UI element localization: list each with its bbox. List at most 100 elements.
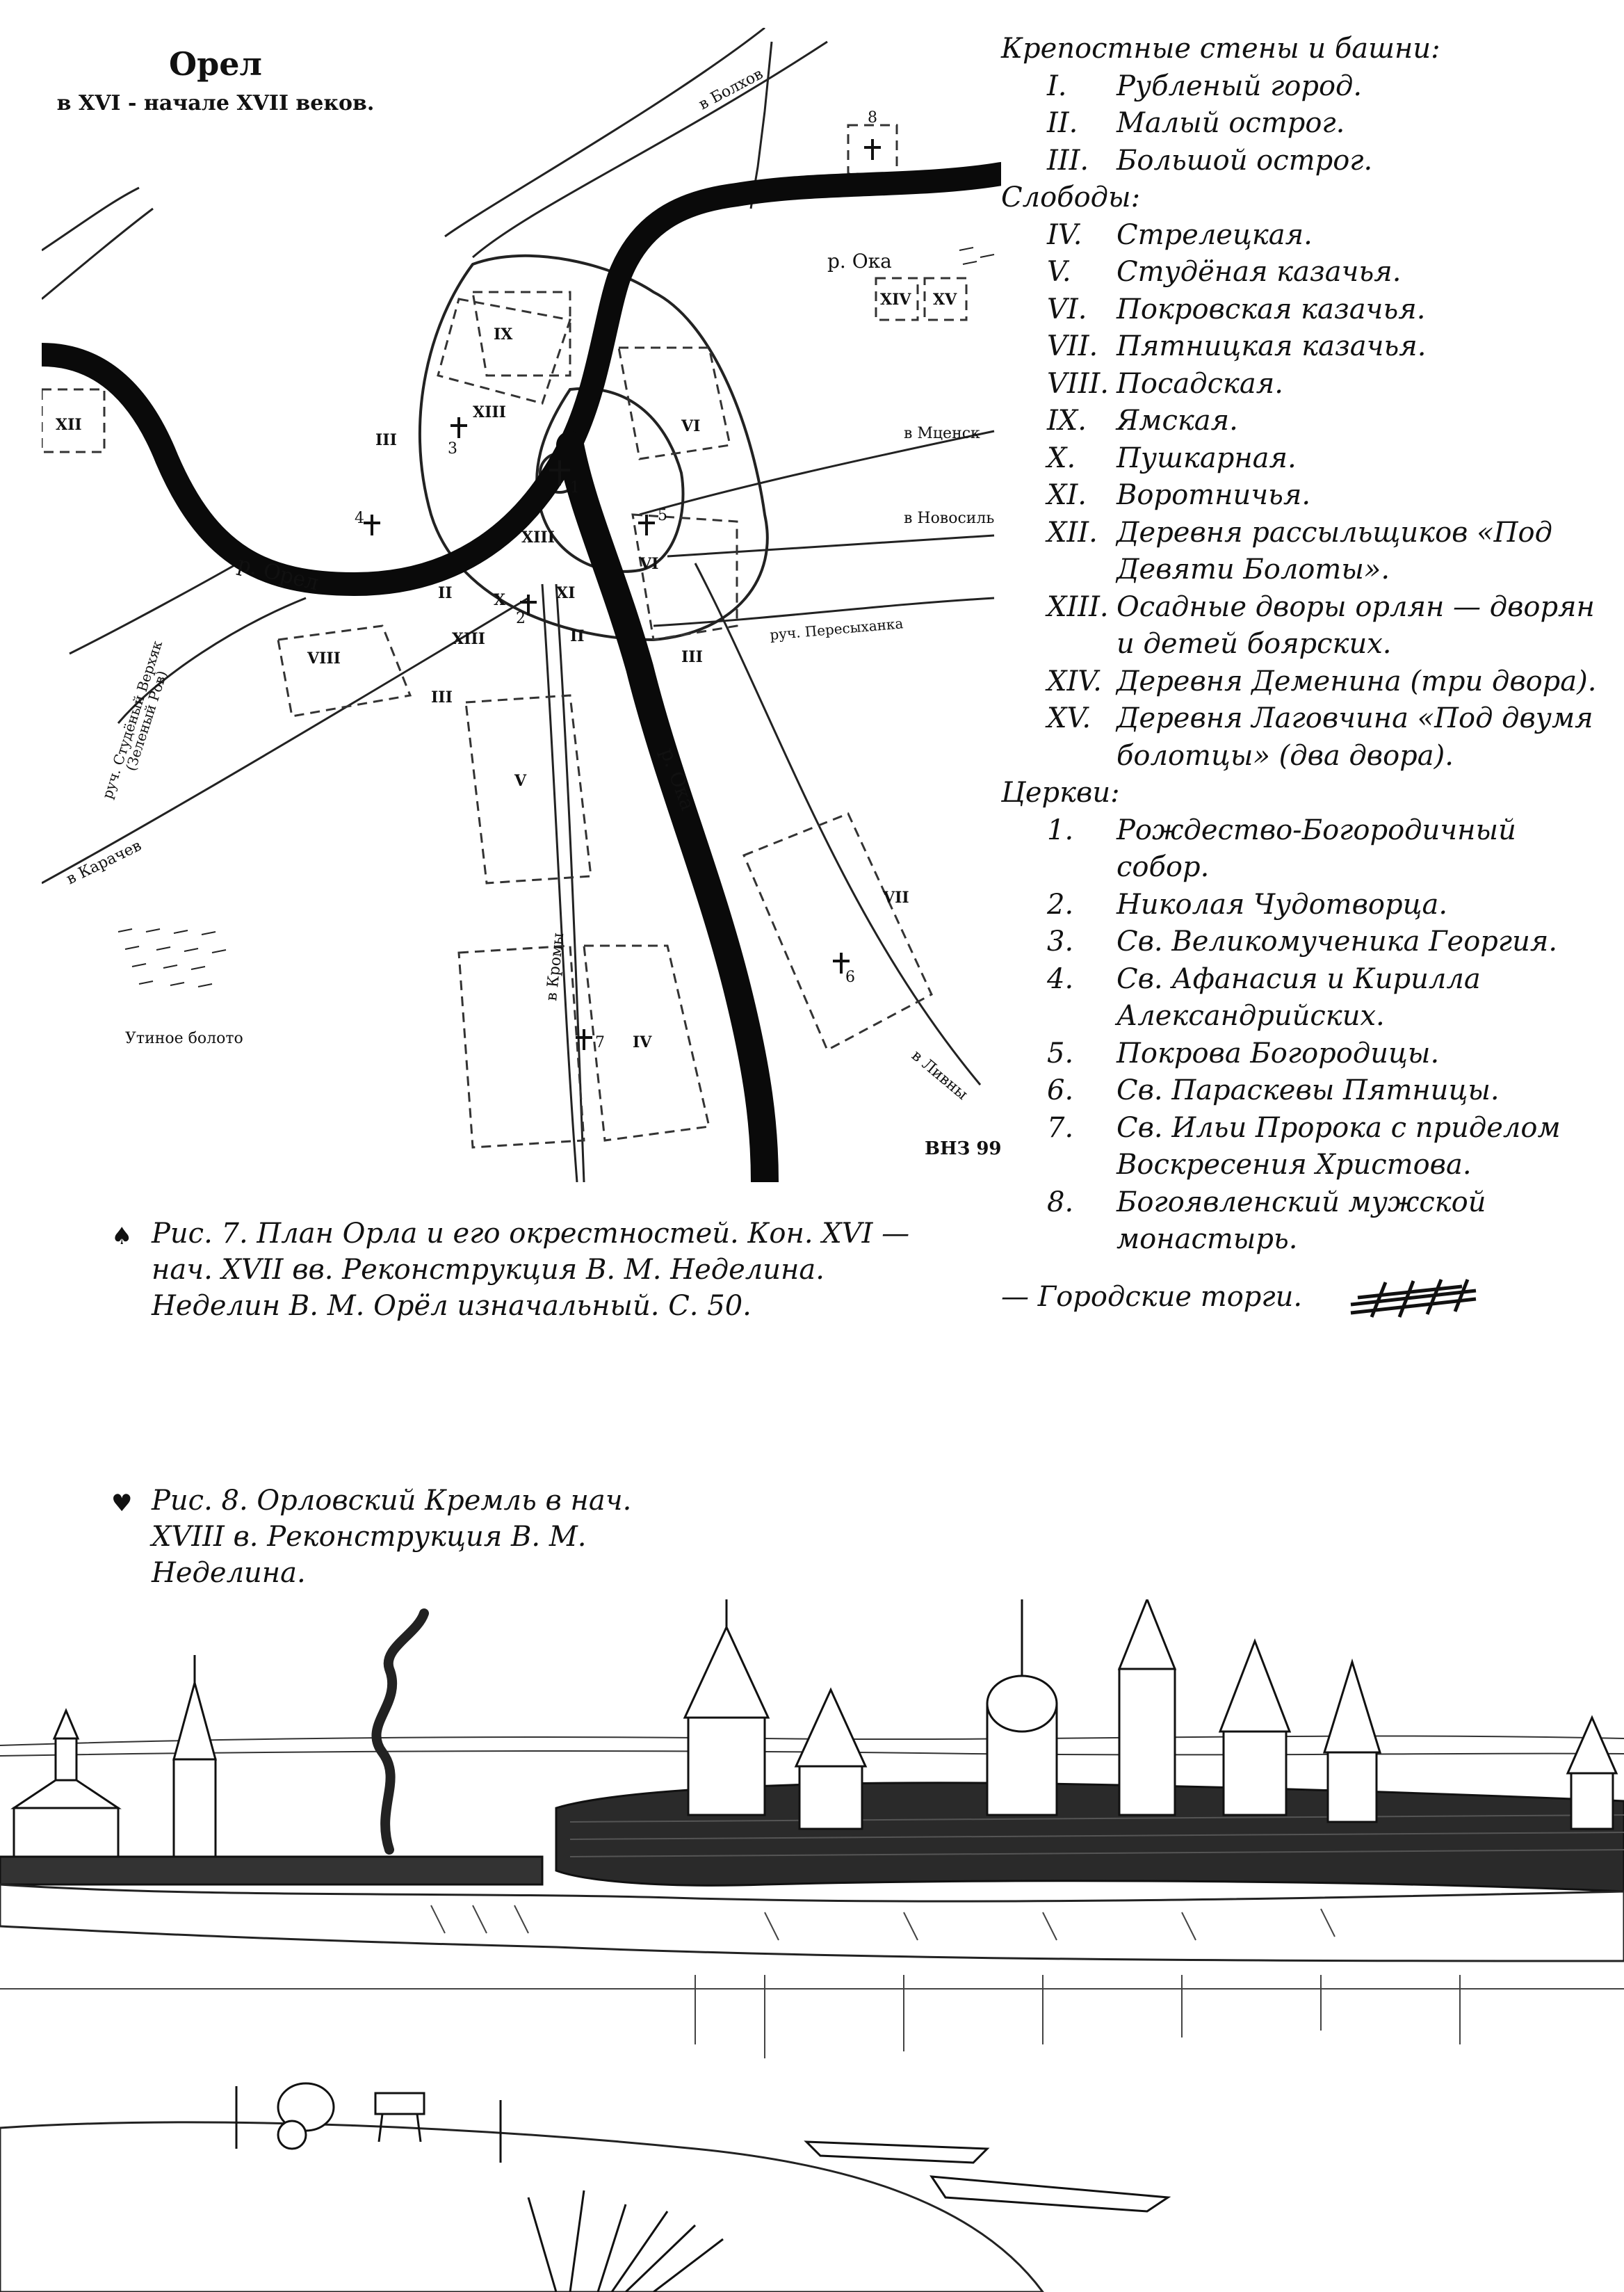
- legend-item-number: XII.: [1047, 516, 1098, 549]
- legend-church-item: 3. Св. Великомученика Георгия.: [1001, 923, 1613, 961]
- figure-8-caption: ♥ Рис. 8. Орловский Кремль в нач. XVIII …: [111, 1483, 708, 1591]
- map-title: Орел: [169, 45, 262, 83]
- church-7-label: 7: [595, 1034, 605, 1051]
- kremlin-panorama-drawing: [0, 1599, 1624, 2292]
- legend-item-text: Ямская.: [1116, 405, 1238, 437]
- zone-II-label-2: II: [570, 627, 585, 645]
- church-5-marker: [638, 515, 655, 535]
- foreground-shore: [0, 2121, 1044, 2292]
- legend-settlement-item: VIII.Посадская.: [1001, 366, 1613, 403]
- church-2-label: 2: [516, 610, 526, 627]
- legend-item-text: Рубленый город.: [1116, 70, 1363, 102]
- legend-settlement-item: IX. Ямская.: [1001, 403, 1613, 440]
- legend-settlement-item: XIV. Деревня Деменина (три двора).: [1001, 663, 1613, 701]
- legend-church-item: 1.Рождество-Богородичный собор.: [1001, 812, 1613, 887]
- legend-item-text: Деревня рассыльщиков «Под Девяти Болоты»…: [1116, 516, 1552, 586]
- legend-item-text: Воротничья.: [1116, 479, 1311, 511]
- church-8-label: 8: [868, 109, 877, 127]
- legend-item-number: 5.: [1047, 1037, 1074, 1070]
- map-signature: ВНЗ 99: [925, 1138, 1001, 1159]
- legend-item-number: II.: [1047, 107, 1078, 139]
- legend-item-number: 2.: [1047, 888, 1074, 921]
- legend-item-text: Св. Великомученика Георгия.: [1116, 926, 1558, 958]
- swamp-marks: [117, 247, 995, 987]
- left-town: [0, 1655, 544, 1886]
- church-6-marker: [833, 953, 850, 974]
- settlement-zones: [42, 124, 968, 1149]
- legend-settlements-heading: Слободы:: [1001, 181, 1141, 213]
- church-7-marker: [576, 1029, 592, 1050]
- legend-item-number: IX.: [1047, 405, 1087, 437]
- map-subtitle: в XVI - начале XVII веков.: [57, 91, 375, 115]
- church-3-label: 3: [448, 440, 457, 458]
- legend-item-text: Деревня Деменина (три двора).: [1116, 665, 1597, 697]
- church-8-marker: [864, 139, 881, 160]
- legend-church-item: 7.Св. Ильи Пророка с приделом Воскресени…: [1001, 1110, 1613, 1184]
- river-water: [0, 1975, 1624, 2058]
- legend-item-text: Студёная казачья.: [1116, 256, 1402, 288]
- legend-settlement-item: V. Студёная казачья.: [1001, 254, 1613, 291]
- legend-trade-text: — Городские торги.: [1001, 1280, 1303, 1313]
- river-oka-north-label: р. Ока: [827, 250, 892, 273]
- legend-settlement-item: XIII.Осадные дворы орлян — дворян и дете…: [1001, 589, 1613, 663]
- legend-item-number: XIII.: [1047, 590, 1109, 623]
- zone-III-label: III: [375, 431, 397, 449]
- legend-item-number: 6.: [1047, 1074, 1074, 1106]
- zone-VI-label-2: VI: [639, 555, 658, 573]
- river-bank: [0, 1883, 1624, 1962]
- road-kromy-label: в Кромы: [543, 932, 567, 1001]
- fortress-walls: [418, 254, 769, 642]
- zone-VI-label: VI: [681, 417, 700, 435]
- church-1-label: 1: [570, 479, 580, 497]
- legend-settlement-item: XV.Деревня Лаговчина «Под двумя болотцы»…: [1001, 700, 1613, 775]
- zone-XIII-label: XIII: [473, 403, 506, 421]
- river-orel-label: р. Орел: [235, 552, 321, 596]
- legend-item-number: XV.: [1047, 702, 1091, 734]
- city-plan-map: Орел в XVI - начале XVII веков.: [42, 28, 1001, 1182]
- roads: [42, 28, 995, 1182]
- legend-churches-heading: Церкви:: [1001, 777, 1120, 809]
- zone-XI-label: XI: [556, 584, 575, 602]
- legend-item-number: 8.: [1047, 1186, 1074, 1218]
- bank-hatching: [430, 1905, 1335, 1941]
- legend-item-text: Пятницкая казачья.: [1116, 330, 1427, 362]
- kremlin-towers: [683, 1599, 1618, 1830]
- stream-studeny-label: руч. Студёный Верхяк: [99, 638, 165, 801]
- legend-item-number: XIV.: [1047, 665, 1102, 697]
- zone-V-label: V: [514, 772, 527, 790]
- legend-church-item: 5.Покрова Богородицы.: [1001, 1035, 1613, 1073]
- road-karachev-label: в Карачев: [64, 837, 145, 889]
- zone-XIV-label: XIV: [880, 291, 911, 309]
- legend-fortress-item: I.Рубленый город.: [1001, 68, 1613, 106]
- legend-settlement-item: XI.Воротничья.: [1001, 477, 1613, 515]
- legend-item-text: Св. Ильи Пророка с приделом Воскресения …: [1116, 1111, 1561, 1181]
- legend-settlement-item: XII. Деревня рассыльщиков «Под Девяти Бол…: [1001, 515, 1613, 589]
- horse-cart: [235, 2082, 502, 2163]
- stream-peresykhanka-label: руч. Пересыханка: [769, 615, 904, 643]
- legend-trade-row: — Городские торги.: [1001, 1277, 1613, 1318]
- church-2-marker: [520, 595, 537, 615]
- smoke-plume: [371, 1608, 429, 1855]
- road-novosil-label: в Новосиль: [904, 510, 994, 527]
- legend-settlement-item: X.Пушкарная.: [1001, 440, 1613, 478]
- zone-XII-label: XII: [56, 416, 82, 434]
- legend-church-item: 2.Николая Чудотворца.: [1001, 887, 1613, 924]
- legend-church-item: 4.Св. Афанасия и Кирилла Александрийских…: [1001, 961, 1613, 1035]
- zone-VII-label: VII: [882, 889, 909, 907]
- church-6-label: 6: [845, 969, 855, 986]
- streams: [69, 555, 307, 724]
- legend-item-number: 3.: [1047, 926, 1074, 958]
- legend-item-number: III.: [1047, 144, 1089, 177]
- figure-8-caption-text: Рис. 8. Орловский Кремль в нач. XVIII в.…: [152, 1485, 632, 1589]
- zone-XIII-label-2: XIII: [521, 528, 555, 547]
- foreground-grass: [527, 2190, 724, 2292]
- legend-item-number: VIII.: [1047, 367, 1110, 400]
- legend-item-text: Стрелецкая.: [1116, 218, 1313, 251]
- church-markers: [364, 139, 881, 1050]
- rivers: [42, 162, 1001, 1182]
- legend-item-text: Богоявленский мужской монастырь.: [1116, 1186, 1486, 1256]
- legend-item-text: Посадская.: [1116, 367, 1283, 400]
- road-livny-label: в Ливны: [908, 1047, 971, 1103]
- legend-item-number: V.: [1047, 256, 1071, 288]
- map-legend: Крепостные стены и башни: I.Рубленый гор…: [1001, 31, 1613, 1318]
